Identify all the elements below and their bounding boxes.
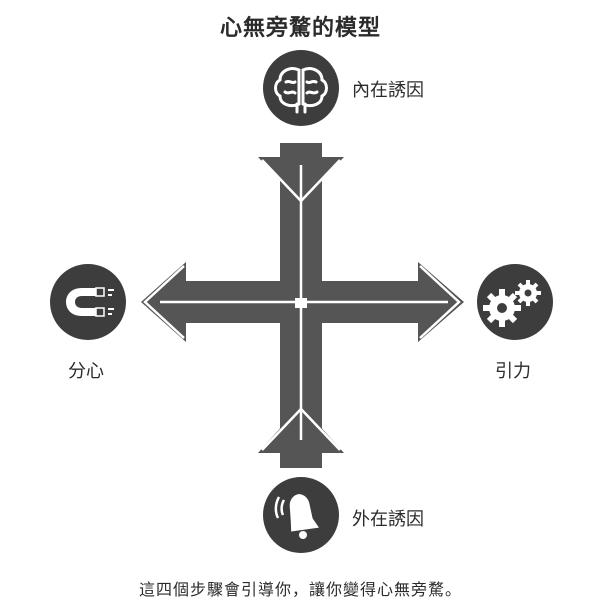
external-trigger-node [263,477,339,553]
caption: 這四個步驟會引導你，讓你變得心無旁騖。 [138,580,462,599]
diagram-title: 心無旁騖的模型 [219,16,381,41]
brain-icon [274,67,328,114]
node-label-external-trigger: 外在誘因 [352,509,424,530]
arrow-divider-lines [143,159,461,451]
traction-node [477,264,553,340]
internal-trigger-node [263,50,339,126]
distraction-node [50,264,126,340]
gears-icon [483,280,541,327]
magnet-icon [66,287,114,317]
node-label-traction: 引力 [495,361,531,382]
node-label-internal-trigger: 內在誘因 [352,80,424,101]
bell-icon [274,494,319,539]
node-label-distraction: 分心 [68,361,104,382]
